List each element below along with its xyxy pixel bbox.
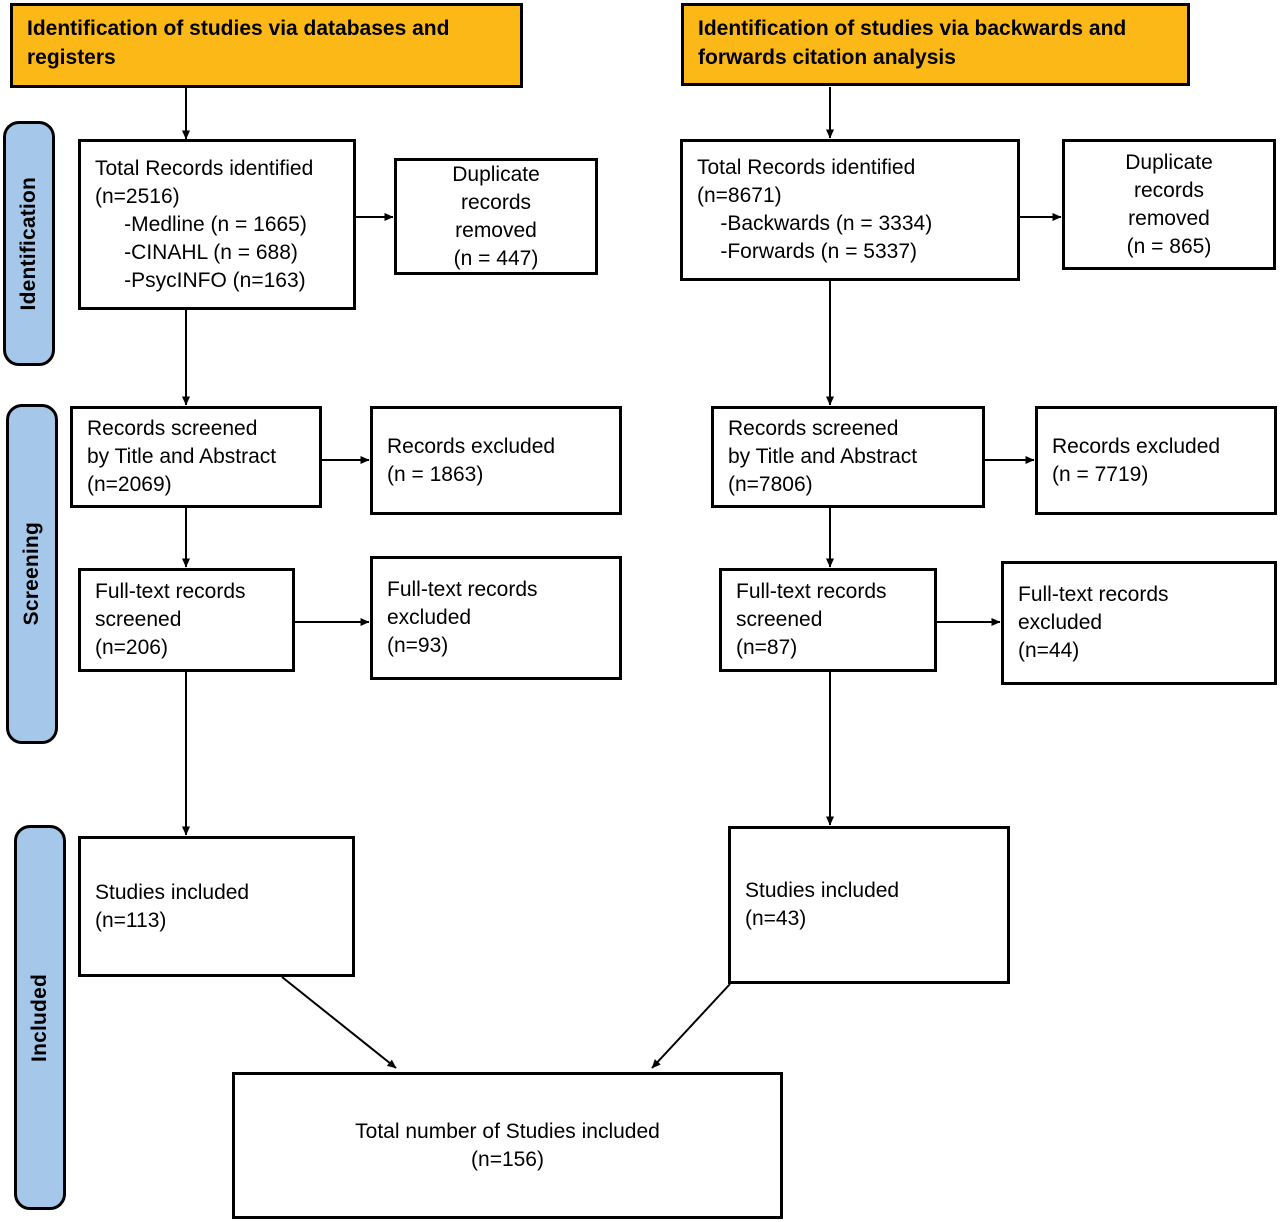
link-left-included-to-total [281,976,397,1069]
header-citation-analysis: Identification of studies via backwards … [681,3,1190,86]
right-identified-line4: -Forwards (n = 5337) [697,240,917,263]
right-ftexcluded-line3: (n=44) [1018,639,1080,662]
left-excluded-line1: Records excluded [387,434,556,458]
box-right-duplicates-removed: Duplicate records removed (n = 865) [1062,139,1276,270]
right-excluded-line2: (n = 7719) [1052,462,1149,486]
right-ftexcluded-line1: Full-text records [1018,583,1169,606]
right-identified-line3: -Backwards (n = 3334) [697,212,933,235]
left-fulltext-line1: Full-text records [95,580,246,603]
left-screened-line1: Records screened [87,417,258,440]
box-left-fulltext-excluded: Full-text records excluded (n=93) [370,556,622,680]
left-duplicates-line1: Duplicate [452,162,540,186]
box-right-fulltext-excluded: Full-text records excluded (n=44) [1001,561,1277,685]
right-identified-line1: Total Records identified [697,156,916,179]
left-excluded-line2: (n = 1863) [387,462,484,486]
left-screened-line2: by Title and Abstract [87,445,277,468]
box-left-studies-included: Studies included (n=113) [78,836,355,977]
left-fulltext-line2: screened [95,608,182,631]
box-right-records-identified: Total Records identified (n=8671) -Backw… [680,139,1020,281]
header-right-line2: forwards citation analysis [698,46,956,69]
stage-pill-identification: Identification [3,121,55,366]
header-databases-registers: Identification of studies via databases … [10,3,523,88]
box-left-fulltext-screened: Full-text records screened (n=206) [78,568,295,672]
box-left-records-identified: Total Records identified (n=2516) -Medli… [78,139,356,310]
left-included-line1: Studies included [95,880,250,904]
header-left-line1: Identification of studies via databases … [27,17,450,40]
right-duplicates-line2: records [1133,178,1205,202]
right-duplicates-line1: Duplicate [1125,150,1213,174]
header-left-line2: registers [27,46,116,69]
right-duplicates-line4: (n = 865) [1126,234,1212,258]
right-screened-line2: by Title and Abstract [728,445,918,468]
left-ftexcluded-line1: Full-text records [387,578,538,601]
left-duplicates-line4: (n = 447) [453,246,539,270]
left-duplicates-line2: records [460,190,532,214]
box-right-records-excluded: Records excluded (n = 7719) [1035,406,1277,515]
left-identified-line4: -CINAHL (n = 688) [95,240,298,264]
left-identified-line1: Total Records identified [95,156,314,180]
left-included-line2: (n=113) [95,908,167,932]
stage-pill-included: Included [14,825,66,1210]
stage-label-screening: Screening [20,522,43,626]
left-fulltext-line3: (n=206) [95,636,168,659]
right-fulltext-line2: screened [736,608,823,631]
left-ftexcluded-line2: excluded [387,606,472,629]
box-right-records-screened: Records screened by Title and Abstract (… [711,406,985,508]
box-left-records-excluded: Records excluded (n = 1863) [370,406,622,515]
right-screened-line3: (n=7806) [728,473,813,496]
box-right-studies-included: Studies included (n=43) [728,826,1010,984]
stage-label-identification: Identification [17,176,40,311]
left-duplicates-line3: removed [455,218,537,242]
right-fulltext-line1: Full-text records [736,580,887,603]
left-identified-line2: (n=2516) [95,184,180,208]
right-included-line1: Studies included [745,879,900,902]
stage-label-included: Included [28,973,51,1062]
box-right-fulltext-screened: Full-text records screened (n=87) [719,568,937,672]
right-excluded-line1: Records excluded [1052,434,1221,458]
right-ftexcluded-line2: excluded [1018,611,1103,634]
total-line2: (n=156) [471,1147,544,1171]
box-total-studies-included: Total number of Studies included (n=156) [232,1072,783,1219]
header-right-line1: Identification of studies via backwards … [698,17,1127,40]
stage-pill-screening: Screening [6,404,58,744]
left-identified-line3: -Medline (n = 1665) [95,212,307,236]
right-fulltext-line3: (n=87) [736,636,798,659]
link-right-included-to-total [651,983,731,1069]
left-ftexcluded-line3: (n=93) [387,634,449,657]
right-screened-line1: Records screened [728,417,899,440]
right-duplicates-line3: removed [1128,206,1210,230]
box-left-records-screened: Records screened by Title and Abstract (… [70,406,322,508]
box-left-duplicates-removed: Duplicate records removed (n = 447) [394,158,598,275]
total-line1: Total number of Studies included [355,1119,660,1143]
right-included-line2: (n=43) [745,907,807,930]
right-identified-line2: (n=8671) [697,184,782,207]
left-screened-line3: (n=2069) [87,473,172,496]
left-identified-line5: -PsycINFO (n=163) [95,268,306,292]
